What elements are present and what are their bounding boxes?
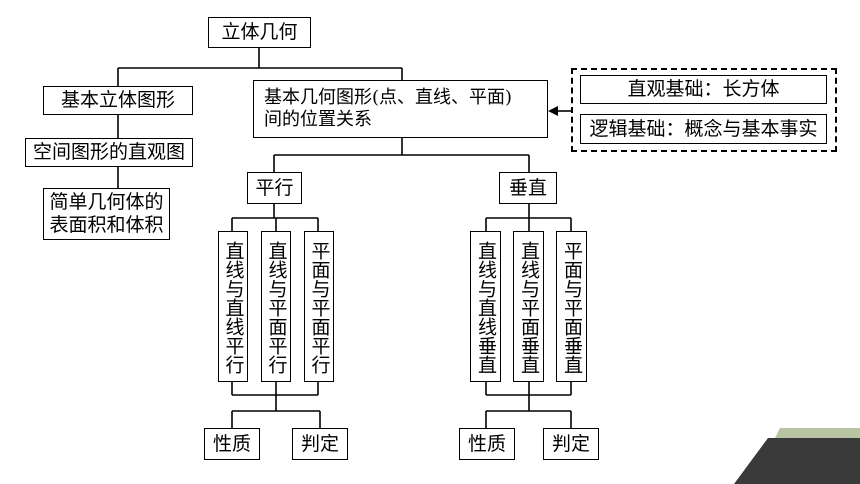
parallel-line-plane-label: 直线与平面平行 <box>265 241 288 374</box>
parallel-property-label: 性质 <box>212 432 251 455</box>
parallel-judgment-node: 判定 <box>292 428 348 460</box>
logical-basis-node: 逻辑基础：概念与基本事实 <box>580 114 827 144</box>
parallel-plane-plane-node: 平面与平面平行 <box>304 231 334 382</box>
parallel-node: 平行 <box>247 172 302 204</box>
intuitive-basis-node: 直观基础：长方体 <box>580 75 827 104</box>
basic-solid-figures-label: 基本立体图形 <box>60 89 175 112</box>
surface-area-volume-line2: 表面积和体积 <box>49 214 164 236</box>
positional-relations-line1: 基本几何图形(点、直线、平面) <box>264 87 513 109</box>
perpendicular-node: 垂直 <box>499 172 557 204</box>
logical-basis-label: 逻辑基础：概念与基本事实 <box>589 117 818 140</box>
surface-area-volume-line1: 简单几何体的 <box>49 191 164 214</box>
perpendicular-line-plane-node: 直线与平面垂直 <box>513 231 544 382</box>
perpendicular-plane-plane-label: 平面与平面垂直 <box>561 241 583 374</box>
intuitive-drawing-label: 空间图形的直观图 <box>32 141 185 164</box>
parallel-plane-plane-label: 平面与平面平行 <box>308 241 331 374</box>
corner-decoration <box>734 428 860 484</box>
parallel-line-line-label: 直线与直线平行 <box>222 241 245 374</box>
perpendicular-judgment-label: 判定 <box>551 432 590 455</box>
perpendicular-judgment-node: 判定 <box>543 428 599 460</box>
perpendicular-property-label: 性质 <box>467 432 506 455</box>
surface-area-volume-node: 简单几何体的 表面积和体积 <box>43 188 170 240</box>
arrow-head-icon <box>548 106 558 116</box>
perpendicular-line-line-node: 直线与直线垂直 <box>470 231 501 382</box>
parallel-property-node: 性质 <box>204 428 260 460</box>
root-node: 立体几何 <box>208 17 311 48</box>
parallel-line-line-node: 直线与直线平行 <box>218 231 248 382</box>
intuitive-drawing-node: 空间图形的直观图 <box>25 138 193 167</box>
dark-trapezoid-decoration <box>734 438 860 484</box>
perpendicular-plane-plane-node: 平面与平面垂直 <box>556 231 587 382</box>
parallel-label: 平行 <box>255 176 294 199</box>
perpendicular-label: 垂直 <box>508 176 547 199</box>
parallel-line-plane-node: 直线与平面平行 <box>261 231 291 382</box>
perpendicular-property-node: 性质 <box>459 428 515 460</box>
parallel-judgment-label: 判定 <box>300 432 339 455</box>
positional-relations-line2: 间的位置关系 <box>264 109 372 130</box>
root-label: 立体几何 <box>221 21 298 44</box>
intuitive-basis-label: 直观基础：长方体 <box>627 78 780 101</box>
basic-solid-figures-node: 基本立体图形 <box>43 86 193 115</box>
perpendicular-line-line-label: 直线与直线垂直 <box>475 241 497 374</box>
perpendicular-line-plane-label: 直线与平面垂直 <box>518 241 540 374</box>
positional-relations-node: 基本几何图形(点、直线、平面) 间的位置关系 <box>253 80 548 138</box>
